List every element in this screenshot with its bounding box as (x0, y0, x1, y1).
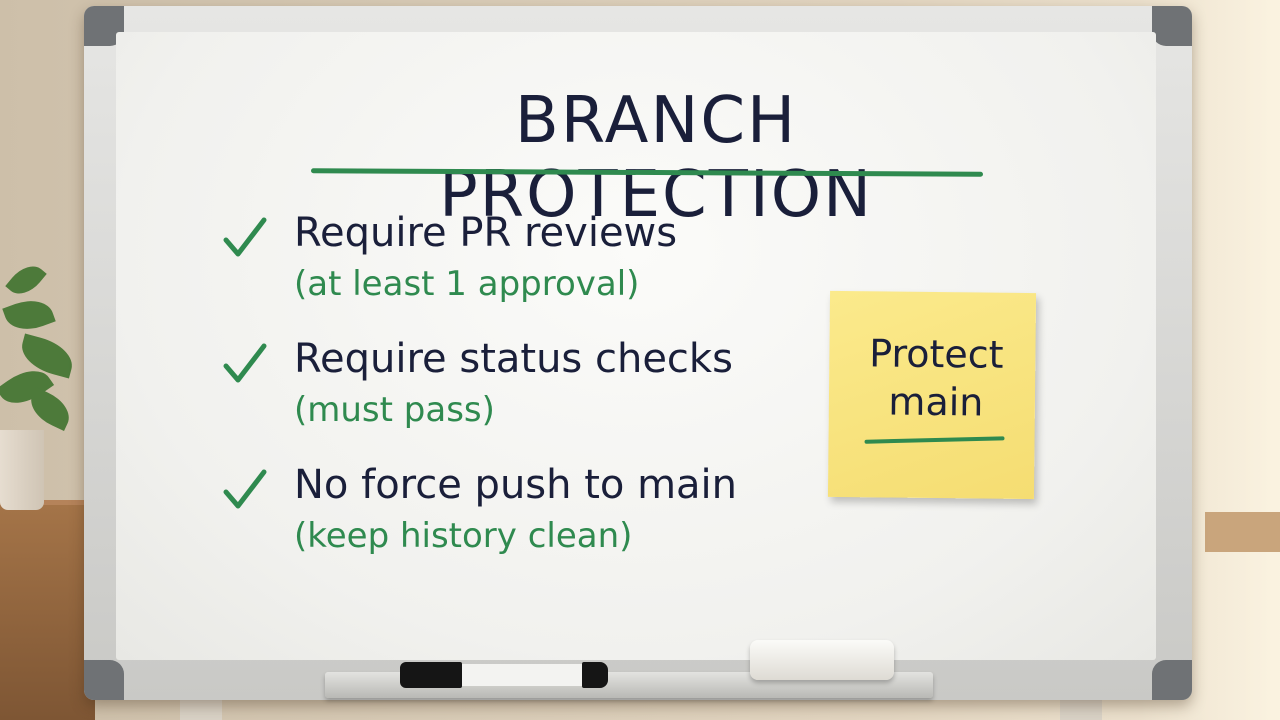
marker-end (582, 662, 608, 688)
sticky-note: Protect main (827, 290, 1037, 500)
frame-corner (1152, 660, 1192, 700)
sticky-note-line: main (888, 379, 984, 425)
check-icon (223, 469, 267, 509)
whiteboard-marker[interactable] (400, 662, 608, 688)
check-icon (223, 217, 267, 257)
whiteboard-eraser[interactable] (750, 640, 894, 680)
marker-body (462, 664, 582, 686)
checklist-item-note: (keep history clean) (294, 516, 633, 556)
sticky-note-text: Protect main (851, 329, 1022, 427)
window-sill (1205, 512, 1280, 552)
sticky-note-underline (864, 436, 1005, 444)
sticky-note-line: Protect (869, 331, 1004, 377)
marker-cap (400, 662, 462, 688)
check-icon (223, 343, 267, 383)
plant-leaf (5, 258, 47, 302)
whiteboard-surface: BRANCH PROTECTION Require PR reviews (at… (116, 32, 1156, 660)
plant-leaf (2, 293, 56, 337)
checklist-item-note: (must pass) (294, 390, 495, 430)
checklist-item-label: Require status checks (294, 336, 733, 382)
plant-leaf (24, 387, 76, 431)
frame-corner (1152, 6, 1192, 46)
checklist-item-note: (at least 1 approval) (294, 264, 640, 304)
checklist-item-label: Require PR reviews (294, 210, 678, 256)
plant-pot (0, 430, 44, 510)
frame-corner (84, 660, 124, 700)
wooden-shelf (0, 505, 95, 720)
checklist-item-label: No force push to main (294, 462, 738, 508)
